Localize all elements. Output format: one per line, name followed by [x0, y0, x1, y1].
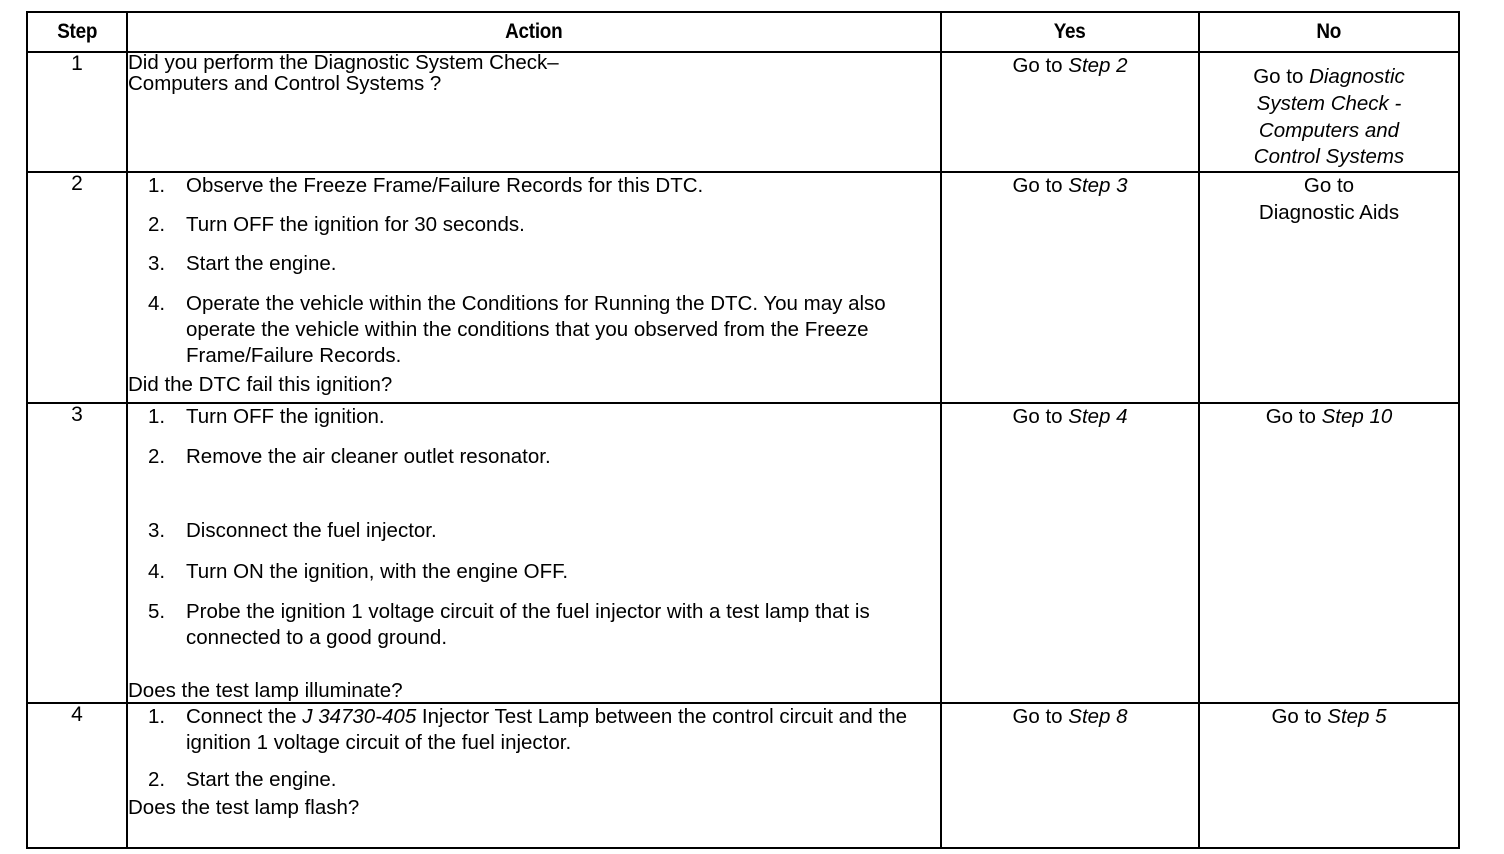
- step-number: 1: [26, 51, 128, 173]
- yes-answer-text: Go to Step 8: [1012, 704, 1128, 728]
- no-answer-cell: Go to Step 10: [1198, 402, 1460, 704]
- column-header-yes: Yes: [940, 11, 1200, 53]
- action-question: Did the DTC fail this ignition?: [128, 373, 393, 397]
- list-item: 2.Remove the air cleaner outlet resonato…: [148, 445, 551, 469]
- list-item: 1.Connect the J 34730-405 Injector Test …: [148, 704, 907, 755]
- column-header-action: Action: [126, 11, 942, 53]
- table-row: 1 Did you perform the Diagnostic System …: [26, 51, 1460, 173]
- action-question: Does the test lamp flash?: [128, 795, 360, 819]
- list-item: 4.Turn ON the ignition, with the engine …: [148, 559, 569, 583]
- action-cell: Did you perform the Diagnostic System Ch…: [126, 51, 942, 173]
- yes-answer-text: Go to Step 4: [1012, 405, 1128, 428]
- table-row: 3 1.Turn OFF the ignition. 2.Remove the …: [26, 402, 1460, 704]
- diagnostic-procedure-table: Step Action Yes No 1 Did you perform the…: [26, 11, 1460, 849]
- action-lead-text: Did you perform the Diagnostic System Ch…: [128, 51, 559, 95]
- list-item: 4.Operate the vehicle within the Conditi…: [148, 291, 886, 368]
- table-row: 4 1.Connect the J 34730-405 Injector Tes…: [26, 701, 1460, 849]
- action-cell: 1.Connect the J 34730-405 Injector Test …: [126, 701, 942, 849]
- no-answer-text: Go to Step 10: [1265, 405, 1393, 428]
- step-number: 2: [26, 171, 128, 404]
- no-answer-line: Diagnostic Aids: [1258, 200, 1400, 224]
- no-answer-line: Go to: [1303, 174, 1355, 197]
- yes-answer-text: Go to Step 2: [1012, 54, 1128, 77]
- list-item: 2.Turn OFF the ignition for 30 seconds.: [148, 213, 525, 237]
- no-answer-line: Control Systems: [1253, 145, 1405, 169]
- no-answer-line: Go to Diagnostic: [1253, 65, 1405, 89]
- action-step-list: 1.Turn OFF the ignition. 2.Remove the ai…: [128, 404, 940, 651]
- action-step-list: 1.Connect the J 34730-405 Injector Test …: [128, 704, 940, 794]
- list-item: 3.Start the engine.: [148, 252, 337, 276]
- no-answer-cell: Go to Diagnostic System Check - Computer…: [1198, 51, 1460, 173]
- no-answer-cell: Go to Diagnostic Aids: [1198, 171, 1460, 404]
- step-number: 3: [26, 402, 128, 704]
- yes-answer-cell: Go to Step 2: [940, 51, 1200, 173]
- yes-answer-cell: Go to Step 4: [940, 402, 1200, 704]
- no-answer-cell: Go to Step 5: [1198, 701, 1460, 849]
- list-item: 1.Observe the Freeze Frame/Failure Recor…: [148, 174, 704, 197]
- table-header-row: Step Action Yes No: [26, 11, 1460, 53]
- action-cell: 1.Observe the Freeze Frame/Failure Recor…: [126, 171, 942, 404]
- action-question: Does the test lamp illuminate?: [128, 679, 403, 703]
- list-item: 5.Probe the ignition 1 voltage circuit o…: [148, 599, 870, 650]
- action-step-list: 1.Observe the Freeze Frame/Failure Recor…: [128, 173, 940, 369]
- table-row: 2 1.Observe the Freeze Frame/Failure Rec…: [26, 171, 1460, 404]
- list-item: 2.Start the engine.: [148, 768, 337, 792]
- no-answer-text: Go to Step 5: [1271, 704, 1387, 728]
- action-cell: 1.Turn OFF the ignition. 2.Remove the ai…: [126, 402, 942, 704]
- table-body: 1 Did you perform the Diagnostic System …: [26, 51, 1460, 849]
- column-header-no: No: [1198, 11, 1460, 53]
- yes-answer-cell: Go to Step 8: [940, 701, 1200, 849]
- step-number: 4: [26, 701, 128, 849]
- yes-answer-text: Go to Step 3: [1012, 174, 1128, 197]
- column-header-step: Step: [26, 11, 128, 53]
- yes-answer-cell: Go to Step 3: [940, 171, 1200, 404]
- list-item: 3.Disconnect the fuel injector.: [148, 519, 437, 543]
- no-answer-line: System Check -: [1256, 92, 1402, 116]
- list-item: 1.Turn OFF the ignition.: [148, 405, 385, 428]
- no-answer-line: Computers and: [1258, 118, 1400, 142]
